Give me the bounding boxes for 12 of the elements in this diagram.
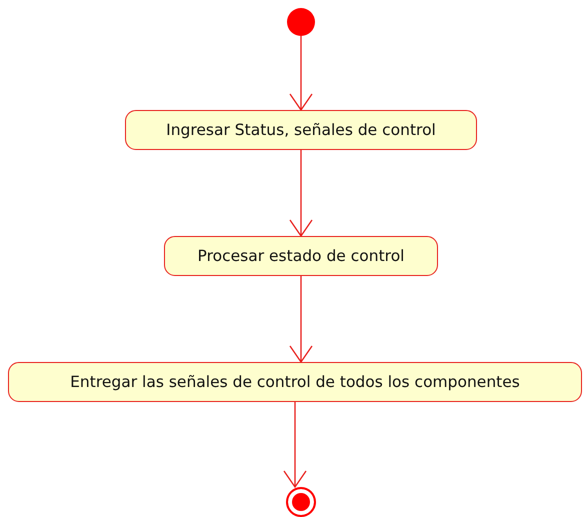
activity-label: Entregar las señales de control de todos los componentes [70, 373, 520, 391]
activity-box [125, 110, 477, 150]
arrow [289, 150, 313, 237]
activity-box [164, 236, 438, 276]
end-node [286, 487, 316, 517]
arrow [289, 36, 313, 111]
activity-label: Ingresar Status, señales de control [166, 121, 436, 139]
arrow [289, 276, 313, 363]
arrow [283, 402, 307, 488]
activity-box [8, 362, 582, 402]
start-node [287, 8, 315, 36]
activity-label: Procesar estado de control [198, 247, 404, 265]
